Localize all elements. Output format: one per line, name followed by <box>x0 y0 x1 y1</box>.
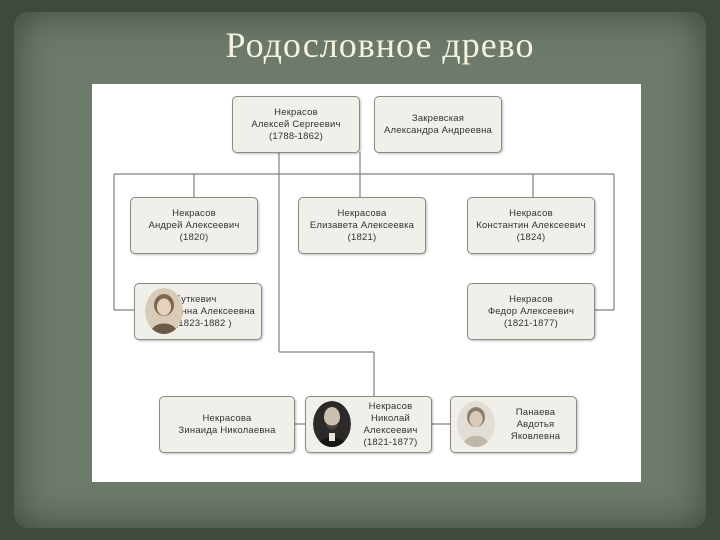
person-name: Андрей Алексеевич <box>148 219 240 231</box>
person-card-anna: Буткевич Анна Алексеевна (1823-1882 ) <box>134 283 262 340</box>
portrait-avdotya <box>457 401 495 447</box>
portrait-nikolay <box>313 401 351 447</box>
person-patronymic: Алексеевич <box>363 424 418 436</box>
connector-lines <box>113 152 615 425</box>
person-name: Зинаида Николаевна <box>178 424 276 436</box>
person-years: (1824) <box>516 231 546 243</box>
person-surname: Некрасов <box>368 400 413 412</box>
person-surname: Некрасов <box>172 207 216 219</box>
person-card-avdotya: Панаева Авдотья Яковлевна <box>450 396 577 453</box>
portrait-anna <box>145 288 183 334</box>
person-card-aleksandra: Закревская Александра Андреевна <box>374 96 502 153</box>
person-name: Елизавета Алексеевка <box>309 219 415 231</box>
person-years: (1823-1882 ) <box>174 317 232 329</box>
person-surname: Некрасов <box>509 293 553 305</box>
person-card-elizaveta: Некрасова Елизавета Алексеевка (1821) <box>298 197 426 254</box>
person-name: Алексей Сергеевич <box>251 118 341 130</box>
person-name: Константин Алексеевич <box>476 219 586 231</box>
person-name: Николай <box>370 412 411 424</box>
person-surname: Закревская <box>411 112 465 124</box>
person-surname: Некрасов <box>274 106 318 118</box>
person-card-andrey: Некрасов Андрей Алексеевич (1820) <box>130 197 258 254</box>
person-surname: Буткевич <box>174 293 217 305</box>
person-name: Александра Андреевна <box>383 124 492 136</box>
person-years: (1821) <box>347 231 377 243</box>
person-card-konstantin: Некрасов Константин Алексеевич (1824) <box>467 197 595 254</box>
person-surname: Некрасова <box>202 412 252 424</box>
person-patronymic: Яковлевна <box>510 430 561 442</box>
family-tree-panel: Некрасов Алексей Сергеевич (1788-1862) З… <box>92 84 641 482</box>
person-surname: Некрасов <box>509 207 553 219</box>
person-card-zinaida: Некрасова Зинаида Николаевна <box>159 396 295 453</box>
person-surname: Панаева <box>515 406 556 418</box>
person-card-aleksey: Некрасов Алексей Сергеевич (1788-1862) <box>232 96 360 153</box>
person-name: Федор Алексеевич <box>487 305 575 317</box>
person-years: (1821-1877) <box>504 317 558 329</box>
person-years: (1821-1877) <box>363 436 418 448</box>
person-card-fedor: Некрасов Федор Алексеевич (1821-1877) <box>467 283 595 340</box>
person-years: (1820) <box>179 231 209 243</box>
slide-title: Родословное древо <box>225 25 535 65</box>
person-name: Анна Алексеевна <box>174 305 255 317</box>
person-card-nikolay: Некрасов Николай Алексеевич (1821-1877) <box>305 396 432 453</box>
person-years: (1788-1862) <box>269 130 323 142</box>
person-name: Авдотья <box>516 418 555 430</box>
person-surname: Некрасова <box>337 207 387 219</box>
